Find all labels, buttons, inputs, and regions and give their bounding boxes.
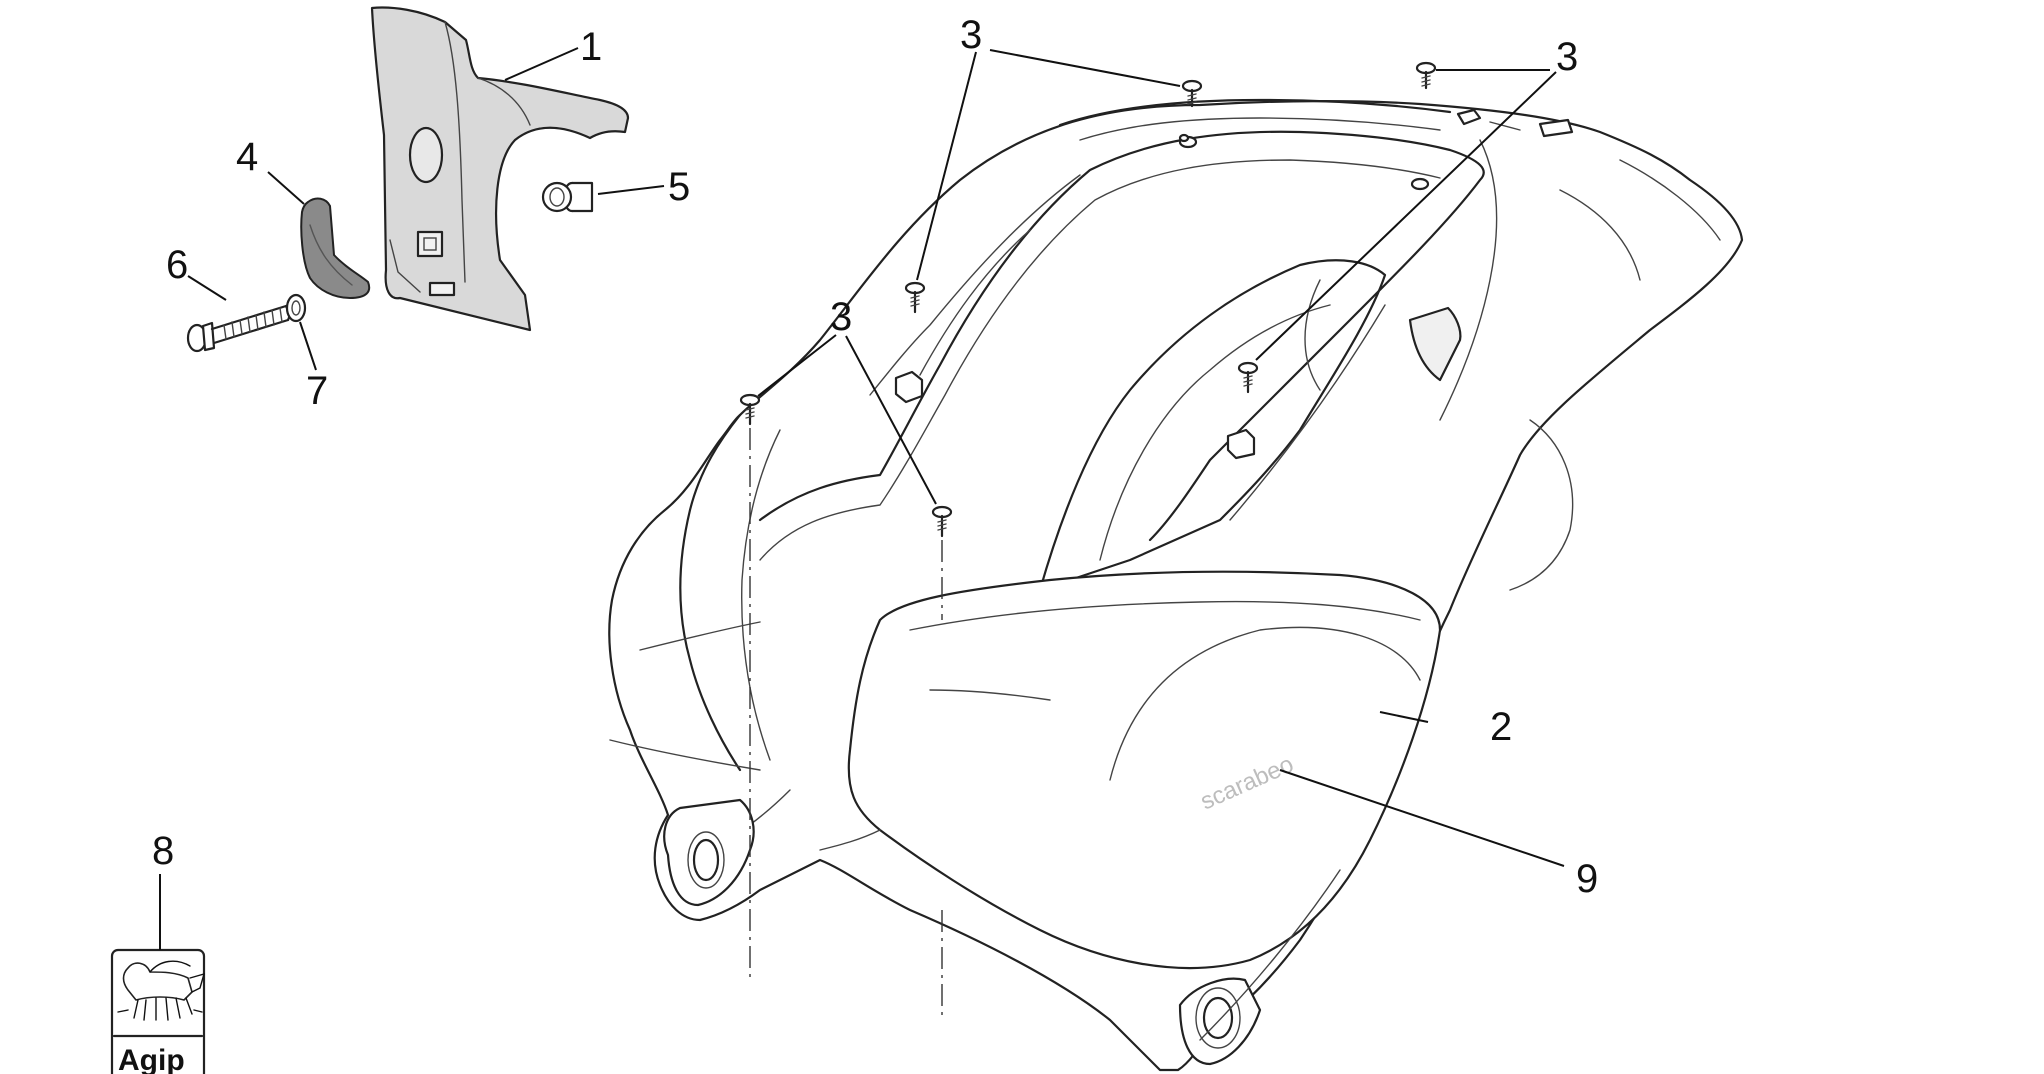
callout-6: 6 bbox=[166, 243, 188, 287]
part-7-washer[interactable] bbox=[285, 293, 307, 323]
assembly-center-lines bbox=[749, 428, 943, 1020]
callout-numbers: 1 2 3 3 3 4 5 6 7 8 9 bbox=[152, 13, 1598, 901]
agip-logo-text: Agip bbox=[118, 1044, 185, 1074]
callout-3-top-right: 3 bbox=[1556, 35, 1578, 79]
callout-5: 5 bbox=[668, 165, 690, 209]
part-3-screw-c[interactable] bbox=[904, 281, 926, 314]
callout-8: 8 bbox=[152, 829, 174, 873]
part-3-screw-f[interactable] bbox=[931, 505, 953, 538]
part-3-screw-d[interactable] bbox=[1237, 361, 1259, 394]
agip-dog-icon bbox=[117, 960, 206, 1021]
part-3-screw-a[interactable] bbox=[1181, 79, 1203, 108]
part-4-rubber-pad[interactable] bbox=[300, 197, 371, 300]
callout-1: 1 bbox=[580, 25, 602, 69]
part-3-screw-b[interactable] bbox=[1415, 61, 1437, 90]
part-8-agip-decal[interactable]: Agip bbox=[110, 948, 206, 1074]
leader-lines bbox=[159, 47, 1565, 950]
callout-7: 7 bbox=[306, 369, 328, 413]
callout-9: 9 bbox=[1576, 857, 1598, 901]
callout-2: 2 bbox=[1490, 705, 1512, 749]
part-5-plug[interactable] bbox=[541, 181, 594, 213]
callout-3-middle: 3 bbox=[830, 295, 852, 339]
callout-3-top: 3 bbox=[960, 13, 982, 57]
part-1-inner-cover[interactable] bbox=[370, 6, 630, 332]
callout-4: 4 bbox=[236, 135, 258, 179]
part-6-bolt[interactable] bbox=[186, 304, 292, 353]
part-3-screw-e[interactable] bbox=[739, 393, 761, 426]
part-9-front-panel[interactable]: scarabeo bbox=[819, 570, 1442, 1041]
